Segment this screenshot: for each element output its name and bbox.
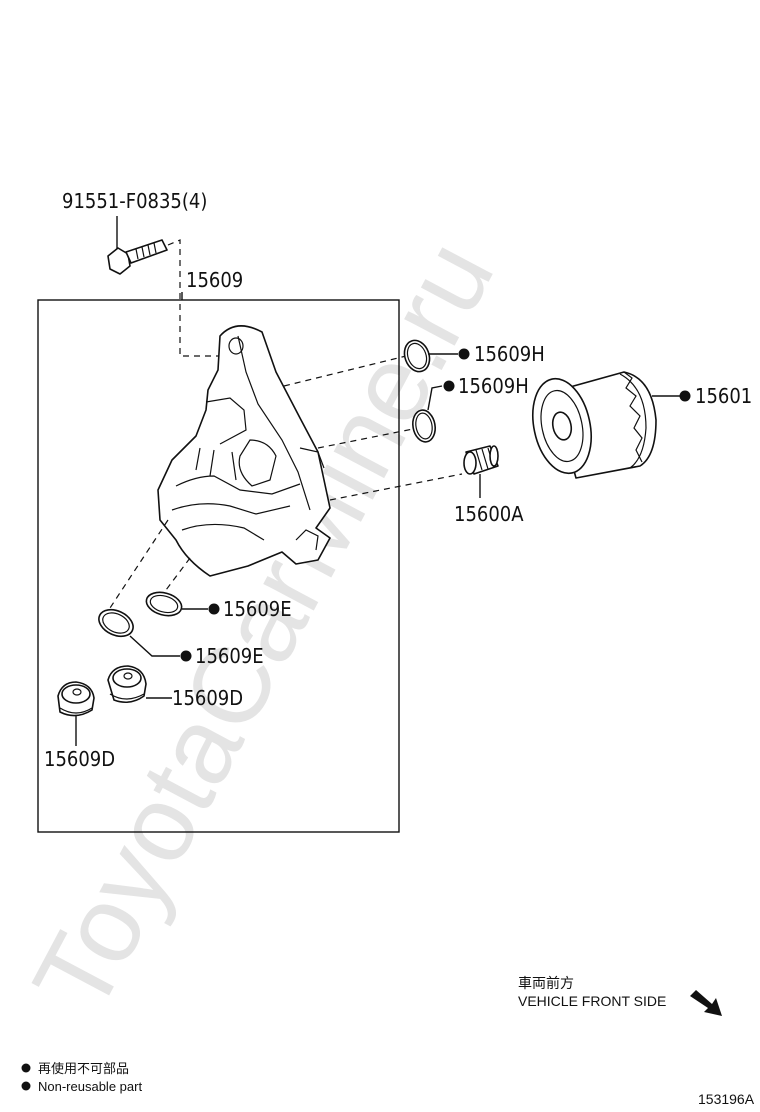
oil-filter-15601-part <box>532 371 657 479</box>
plug-15609d-1-part <box>107 665 147 704</box>
oring-15609e-2-part <box>98 608 134 638</box>
label-bolt: 91551-F0835(4) <box>62 189 207 213</box>
non-reusable-dot-e2 <box>180 650 192 662</box>
label-oring-h-2: 15609H <box>458 374 529 398</box>
non-reusable-dot-e1 <box>208 603 220 615</box>
label-housing: 15609 <box>186 268 243 292</box>
label-oring-e-1: 15609E <box>223 597 292 621</box>
oring-e2-leader <box>129 635 180 657</box>
label-plug-d-2: 15609D <box>44 747 115 771</box>
label-filter: 15601 <box>695 384 752 408</box>
oring-h2-leader <box>427 385 443 411</box>
guide-line-e2 <box>159 557 191 599</box>
legend-label-en: Non-reusable part <box>38 1079 142 1094</box>
legend-dot <box>21 1063 31 1073</box>
label-union: 15600A <box>454 502 524 526</box>
guide-line-h2 <box>317 427 419 449</box>
direction-arrow-icon <box>690 990 722 1016</box>
oil-filter-bracket-part <box>157 325 331 577</box>
housing-frame <box>37 299 400 833</box>
oring-15609h-2-part <box>412 409 436 443</box>
guide-line-union <box>329 473 463 501</box>
oring-15609e-1-part <box>145 591 183 617</box>
legend-dot-en <box>21 1081 31 1091</box>
direction-label-en: VEHICLE FRONT SIDE <box>518 993 666 1009</box>
non-reusable-dot-filter <box>679 390 691 402</box>
legend-label-jp: 再使用不可部品 <box>38 1061 129 1076</box>
non-reusable-dot-h1 <box>458 348 470 360</box>
bolt-part <box>107 239 168 275</box>
non-reusable-dot-h2 <box>443 380 455 392</box>
label-oring-e-2: 15609E <box>195 644 264 668</box>
direction-label-jp: 車両前方 <box>518 975 574 991</box>
label-oring-h-1: 15609H <box>474 342 545 366</box>
guide-line-h1 <box>283 355 407 387</box>
union-15600a-part <box>463 445 499 475</box>
label-plug-d-1: 15609D <box>172 686 243 710</box>
plug-15609d-2-part <box>57 681 95 717</box>
bolt-guide-line <box>167 239 228 357</box>
oring-15609h-1-part <box>403 339 431 373</box>
figure-code: 153196A <box>698 1091 755 1107</box>
